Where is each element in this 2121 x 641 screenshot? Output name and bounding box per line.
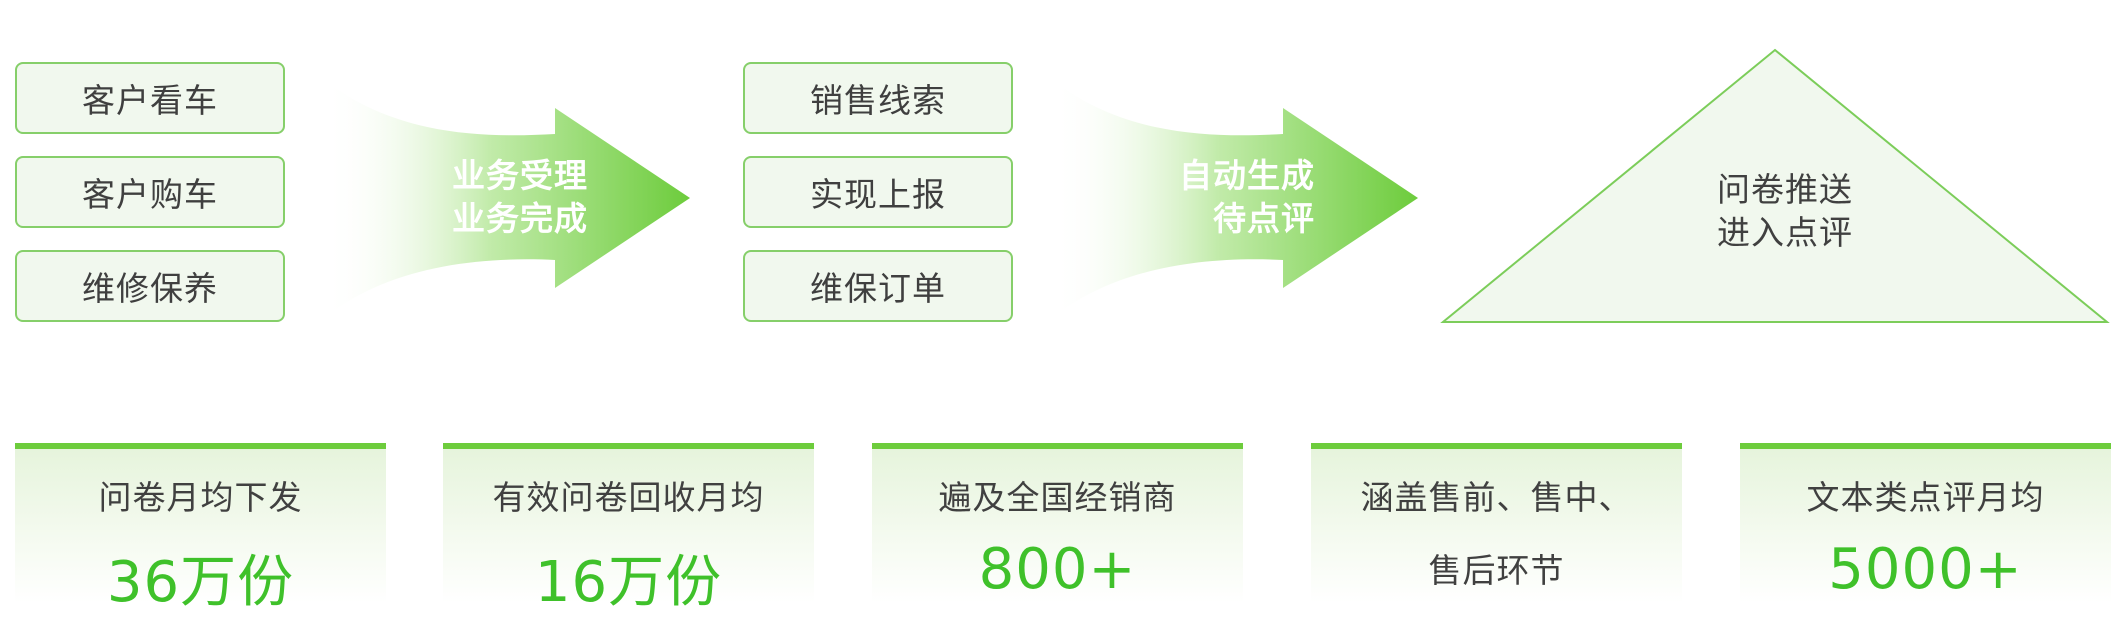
flow-box-report: 实现上报 (743, 156, 1013, 228)
triangle-label: 问卷推送 进入点评 (1705, 168, 1865, 254)
stat-title: 有效问卷回收月均 (492, 478, 765, 517)
flow-arrow-2-label: 自动生成 待点评 (1175, 154, 1315, 240)
stat-card-monthly-collected: 有效问卷回收月均 16万份 (443, 443, 814, 615)
stat-card-text-reviews: 文本类点评月均 5000+ (1740, 443, 2111, 603)
flow-box-service-order: 维保订单 (743, 250, 1013, 322)
arrow-2-line-2: 待点评 (1213, 199, 1315, 238)
triangle-line-1: 问卷推送 (1717, 170, 1853, 209)
stat-title: 问卷月均下发 (98, 478, 303, 517)
stat-title: 遍及全国经销商 (938, 478, 1177, 517)
stat-title: 文本类点评月均 (1806, 478, 2045, 517)
stat-card-dealers: 遍及全国经销商 800+ (872, 443, 1243, 603)
flow-box-sales-leads: 销售线索 (743, 62, 1013, 134)
stat-value: 36万份 (106, 550, 295, 615)
flow-box-customer-viewing: 客户看车 (15, 62, 285, 134)
arrow-1-line-1: 业务受理 (452, 156, 588, 195)
triangle-line-2: 进入点评 (1717, 213, 1853, 252)
arrow-2-line-1: 自动生成 (1179, 156, 1315, 195)
arrow-1-line-2: 业务完成 (452, 199, 588, 238)
flow-arrow-1 (325, 80, 690, 318)
flow-arrow-1-label: 业务受理 业务完成 (452, 154, 588, 240)
flow-box-customer-purchase: 客户购车 (15, 156, 285, 228)
stat-value: 800+ (978, 537, 1137, 602)
stat-card-coverage: 涵盖售前、售中、 售后环节 (1311, 443, 1682, 603)
survey-triangle (1440, 48, 2110, 323)
stat-title-line-2: 售后环节 (1428, 551, 1565, 590)
flow-arrow-2 (1053, 80, 1418, 318)
stat-title: 涵盖售前、售中、 (1360, 478, 1633, 517)
stat-value: 5000+ (1828, 537, 2023, 602)
stat-card-monthly-issued: 问卷月均下发 36万份 (15, 443, 386, 615)
stat-value: 16万份 (534, 550, 723, 615)
flow-box-maintenance: 维修保养 (15, 250, 285, 322)
